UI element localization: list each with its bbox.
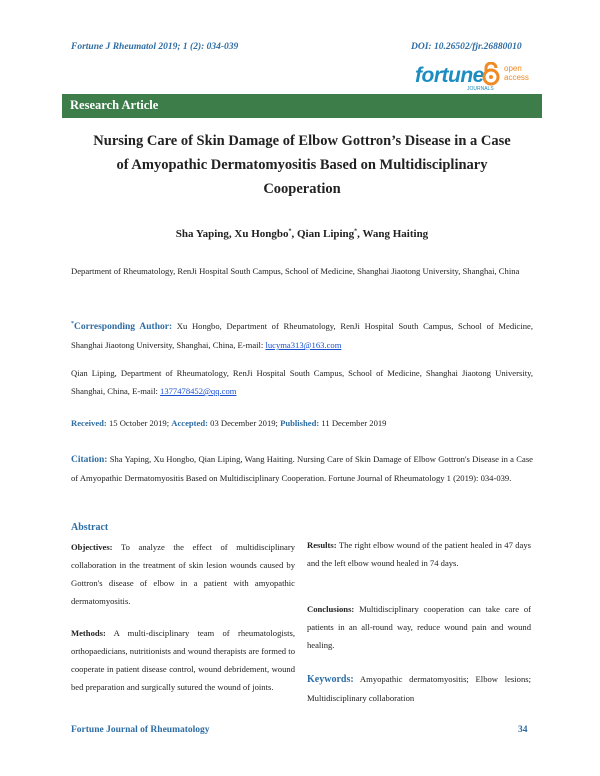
citation: Citation: Sha Yaping, Xu Hongbo, Qian Li… [71, 454, 533, 483]
page-number: 34 [518, 725, 528, 735]
second-author-email-link[interactable]: 1377478452@qq.com [160, 386, 237, 396]
corresponding-author: *Corresponding Author: Xu Hongbo, Depart… [71, 320, 533, 350]
abstract-objectives: Objectives: To analyze the effect of mul… [71, 542, 295, 606]
publication-dates: Received: 15 October 2019; Accepted: 03 … [71, 418, 387, 428]
corresponding-email-link[interactable]: lucyma313@163.com [265, 339, 342, 350]
footer-journal-name: Fortune Journal of Rheumatology [71, 725, 210, 735]
article-type: Research Article [70, 98, 159, 112]
publisher-logo[interactable]: fortune JOURNALS open access [415, 60, 545, 96]
abstract-results: Results: The right elbow wound of the pa… [307, 540, 531, 568]
abstract-conclusions: Conclusions: Multidisciplinary cooperati… [307, 604, 531, 650]
logo-subtext: JOURNALS [467, 86, 494, 92]
journal-reference: Fortune J Rheumatol 2019; 1 (2): 034-039 [71, 42, 239, 52]
article-title: Nursing Care of Skin Damage of Elbow Got… [93, 133, 511, 197]
open-access-icon [482, 62, 500, 86]
logo-wordmark: fortune [415, 64, 484, 87]
abstract-heading: Abstract [71, 522, 109, 533]
doi: DOI: 10.26502/fjr.26880010 [411, 42, 522, 52]
second-author-contact: Qian Liping, Department of Rheumatology,… [71, 368, 533, 396]
abstract-methods: Methods: A multi-disciplinary team of rh… [71, 628, 295, 692]
open-access-label: open access [504, 64, 529, 82]
abstract-keywords: Keywords: Amyopathic dermatomyositis; El… [307, 674, 531, 703]
affiliation: Department of Rheumatology, RenJi Hospit… [71, 266, 520, 276]
author-list: Sha Yaping, Xu Hongbo*, Qian Liping*, Wa… [175, 228, 429, 240]
article-type-banner: Research Article [62, 94, 542, 118]
